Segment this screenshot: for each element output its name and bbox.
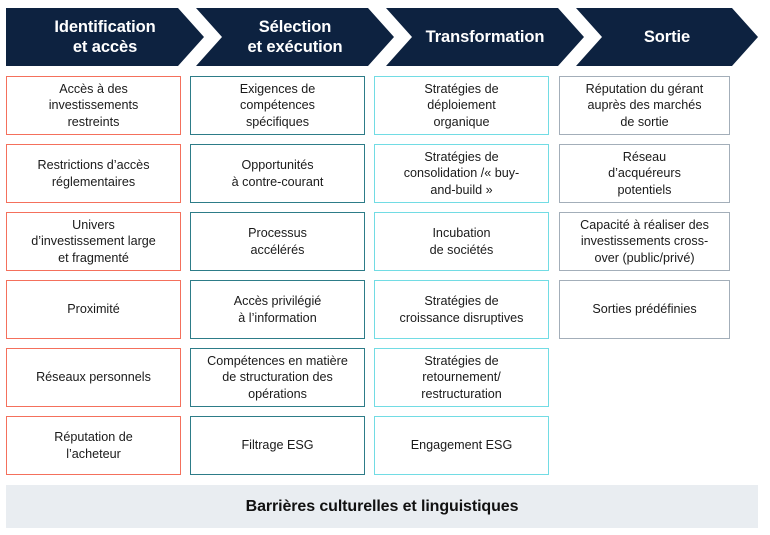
item-card-label: Stratégies de consolidation /« buy- and-… (403, 149, 520, 197)
item-card[interactable]: Stratégies de déploiement organique (374, 76, 549, 135)
stage-header-sortie[interactable]: Sortie (576, 8, 758, 66)
item-card-label: Opportunités à contre-courant (231, 157, 324, 189)
item-card[interactable]: Proximité (6, 280, 181, 339)
item-card[interactable]: Univers d’investissement large et fragme… (6, 212, 181, 271)
item-card[interactable]: Engagement ESG (374, 416, 549, 475)
item-card-label: Exigences de compétences spécifiques (239, 81, 316, 129)
stage-header-label: Transformation (425, 27, 545, 46)
footer-banner: Barrières culturelles et linguistiques (6, 485, 758, 528)
item-card[interactable]: Réseau d’acquéreurs potentiels (559, 144, 730, 203)
stage-columns-grid: Accès à des investissements restreints R… (0, 76, 770, 476)
item-card[interactable]: Sorties prédéfinies (559, 280, 730, 339)
item-card[interactable]: Incubation de sociétés (374, 212, 549, 271)
item-card-label: Stratégies de croissance disruptives (399, 293, 524, 325)
item-card[interactable]: Opportunités à contre-courant (190, 144, 365, 203)
stage-header-label: Identification et accès (54, 17, 156, 56)
item-card[interactable]: Accès à des investissements restreints (6, 76, 181, 135)
item-card[interactable]: Stratégies de croissance disruptives (374, 280, 549, 339)
item-card[interactable]: Filtrage ESG (190, 416, 365, 475)
item-card[interactable]: Accès privilégié à l’information (190, 280, 365, 339)
footer-banner-label: Barrières culturelles et linguistiques (245, 497, 519, 515)
item-card-label: Réputation du gérant auprès des marchés … (585, 81, 704, 129)
item-card-label: Processus accélérés (248, 225, 307, 257)
item-card-label: Engagement ESG (410, 438, 513, 453)
item-card-label: Accès à des investissements restreints (48, 81, 139, 129)
item-card-label: Stratégies de déploiement organique (424, 81, 499, 129)
item-card[interactable]: Stratégies de consolidation /« buy- and-… (374, 144, 549, 203)
column-identification: Accès à des investissements restreints R… (6, 76, 181, 484)
item-card[interactable]: Capacité à réaliser des investissements … (559, 212, 730, 271)
stage-header-transformation[interactable]: Transformation (386, 8, 584, 66)
item-card[interactable]: Exigences de compétences spécifiques (190, 76, 365, 135)
item-card[interactable]: Réputation de l’acheteur (6, 416, 181, 475)
item-card[interactable]: Réseaux personnels (6, 348, 181, 407)
column-selection: Exigences de compétences spécifiques Opp… (190, 76, 365, 484)
item-card[interactable]: Processus accélérés (190, 212, 365, 271)
item-card-label: Accès privilégié à l’information (233, 293, 322, 325)
stage-header-label: Sélection et exécution (247, 17, 343, 56)
item-card-label: Stratégies de retournement/ restructurat… (421, 353, 502, 401)
item-card[interactable]: Stratégies de retournement/ restructurat… (374, 348, 549, 407)
item-card[interactable]: Réputation du gérant auprès des marchés … (559, 76, 730, 135)
item-card-label: Proximité (67, 302, 120, 317)
column-transformation: Stratégies de déploiement organique Stra… (374, 76, 549, 484)
stage-header-selection[interactable]: Sélection et exécution (196, 8, 394, 66)
stage-header-identification[interactable]: Identification et accès (6, 8, 204, 66)
stage-header-row: Identification et accès Sélection et exé… (0, 8, 770, 66)
item-card-label: Univers d’investissement large et fragme… (31, 217, 156, 265)
column-sortie: Réputation du gérant auprès des marchés … (559, 76, 730, 348)
item-card-label: Filtrage ESG (241, 438, 314, 453)
item-card[interactable]: Restrictions d’accès réglementaires (6, 144, 181, 203)
item-card-label: Réseaux personnels (36, 370, 151, 385)
item-card-label: Restrictions d’accès réglementaires (37, 157, 150, 189)
item-card-label: Sorties prédéfinies (592, 302, 697, 317)
stage-header-label: Sortie (643, 27, 691, 46)
item-card-label: Incubation de sociétés (429, 225, 494, 257)
item-card-label: Capacité à réaliser des investissements … (580, 217, 709, 265)
item-card[interactable]: Compétences en matière de structuration … (190, 348, 365, 407)
item-card-label: Réseau d’acquéreurs potentiels (608, 149, 681, 197)
item-card-label: Compétences en matière de structuration … (207, 353, 348, 401)
item-card-label: Réputation de l’acheteur (54, 429, 133, 461)
